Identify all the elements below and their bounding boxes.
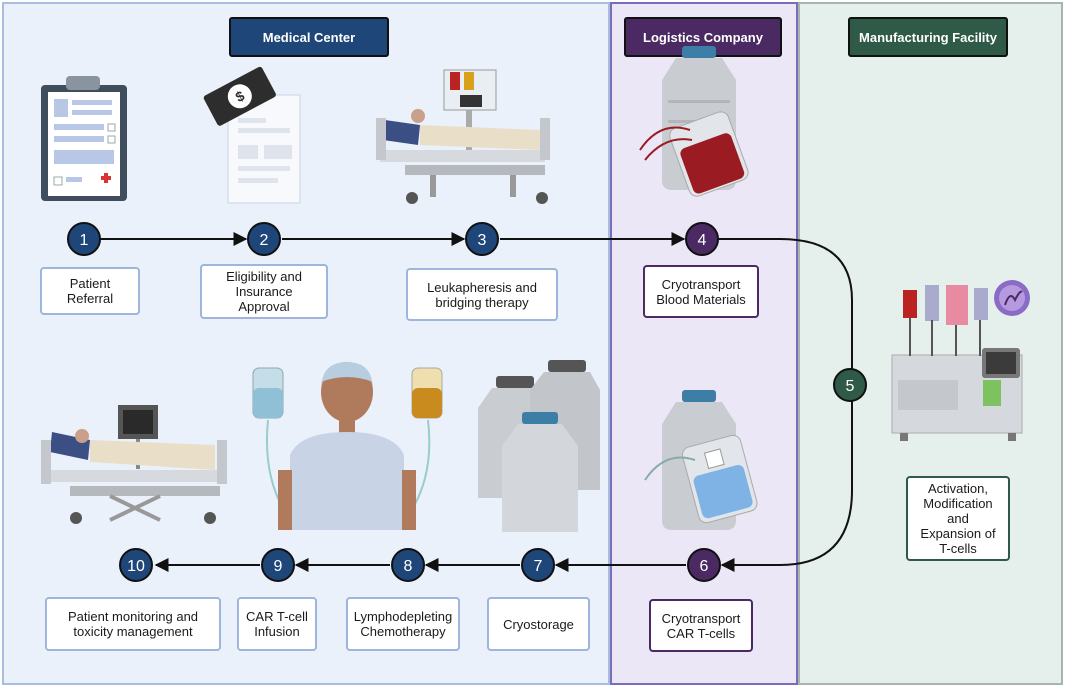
step-8-circle: 8 [391,548,425,582]
insurance-document-icon: $ [203,66,301,204]
step-5-circle: 5 [833,368,867,402]
step-10-number: 10 [127,558,145,575]
dewar-blood-bag-icon [639,46,749,197]
monitoring-bed-icon [41,405,227,524]
step-1-label: Patient Referral [40,267,140,315]
step-7-number: 7 [534,558,543,575]
step-7-circle: 7 [521,548,555,582]
clipboard-icon [41,76,127,201]
step-8-number: 8 [404,558,413,575]
cell-processing-machine-icon [891,285,1023,441]
step-3-label: Leukapheresis and bridging therapy [406,268,558,321]
step-10-circle: 10 [119,548,153,582]
step-3-number: 3 [478,232,487,249]
step-1-number: 1 [80,232,89,249]
step-6-number: 6 [700,558,709,575]
step-9-circle: 9 [261,548,295,582]
iv-infusion-patient-icon [252,362,443,530]
step-4-number: 4 [698,232,707,249]
step-9-label: CAR T-cell Infusion [237,597,317,651]
step-4-label: Cryotransport Blood Materials [643,265,759,318]
arrow-4-5-6 [718,238,853,572]
apheresis-bed-icon [376,69,550,204]
dewar-car-t-bag-icon [644,390,758,530]
step-2-label: Eligibility and Insurance Approval [200,264,328,319]
step-5-label: Activation, Modification and Expansion o… [906,476,1010,561]
step-8-label: Lymphodepleting Chemotherapy [346,597,460,651]
manufacturing-facility-panel [798,2,1063,685]
manufacturing-facility-header: Manufacturing Facility [848,17,1008,57]
medical-center-header: Medical Center [229,17,389,57]
step-10-label: Patient monitoring and toxicity manageme… [45,597,221,651]
step-2-number: 2 [260,232,269,249]
step-4-circle: 4 [685,222,719,256]
virus-vector-icon [994,280,1030,316]
step-1-circle: 1 [67,222,101,256]
step-5-number: 5 [846,378,855,395]
step-2-circle: 2 [247,222,281,256]
step-6-circle: 6 [687,548,721,582]
step-3-circle: 3 [465,222,499,256]
step-9-number: 9 [274,558,283,575]
step-7-label: Cryostorage [487,597,590,651]
step-6-label: Cryotransport CAR T-cells [649,599,753,652]
cryostorage-dewars-icon [478,360,600,532]
